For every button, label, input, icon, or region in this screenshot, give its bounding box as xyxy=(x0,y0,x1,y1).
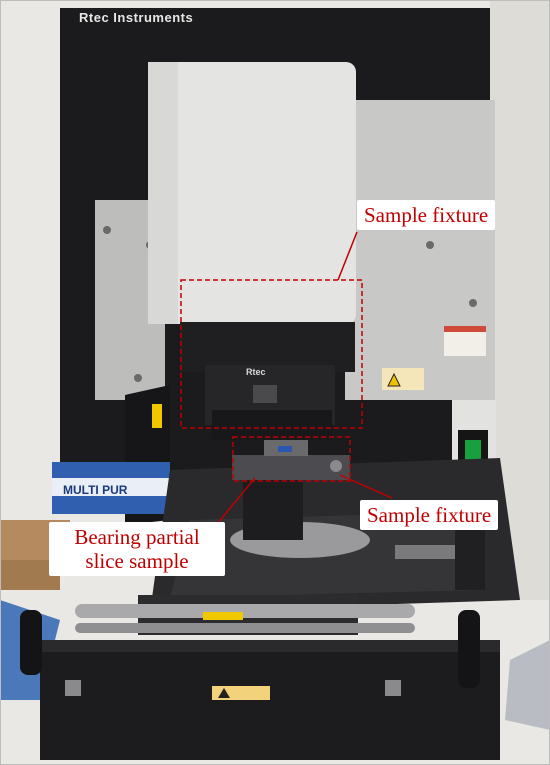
sample-fixture-label-top: Sample fixture xyxy=(357,200,496,230)
sample-fixture-label-right: Sample fixture xyxy=(360,500,499,530)
paper-box-print: MULTI PUR xyxy=(63,483,128,497)
head-brand-lettering: Rtec xyxy=(246,367,266,377)
bearing-sample-label: Bearing partial slice sample xyxy=(49,522,225,576)
instrument-brand-lettering: Rtec Instruments xyxy=(79,10,194,25)
